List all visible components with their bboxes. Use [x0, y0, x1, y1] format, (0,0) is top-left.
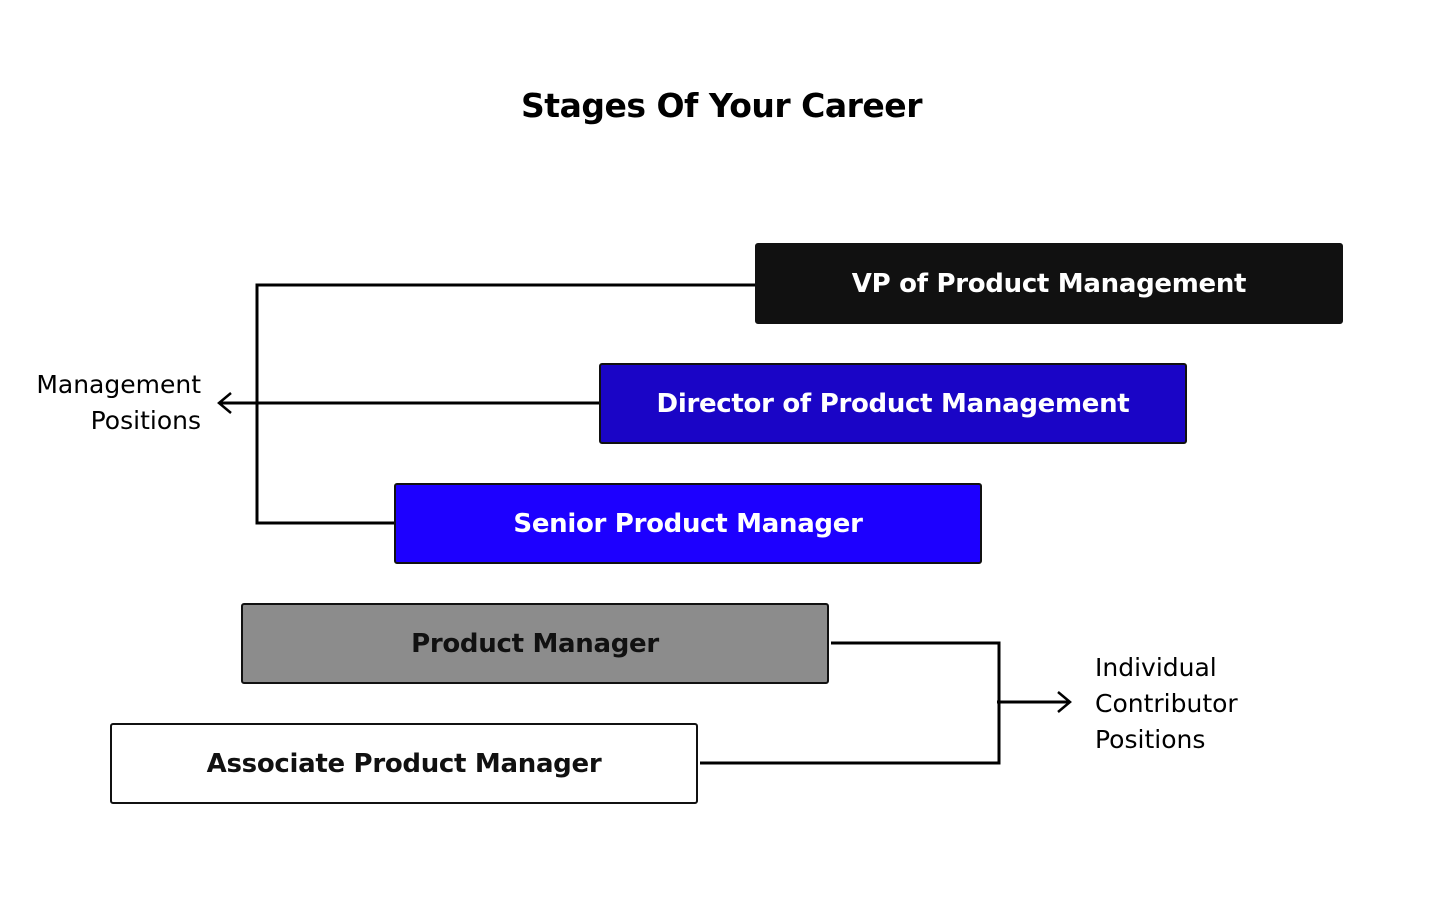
stage-label: Product Manager	[411, 628, 659, 659]
stage-label: VP of Product Management	[851, 268, 1247, 299]
management-positions-label: Management Positions	[36, 367, 201, 439]
diagram-title: Stages Of Your Career	[521, 86, 922, 125]
stage-director: Director of Product Management	[599, 363, 1187, 444]
label-line: Positions	[90, 406, 201, 435]
stage-vp: VP of Product Management	[755, 243, 1343, 324]
individual-contributor-label: Individual Contributor Positions	[1095, 650, 1238, 758]
label-line: Positions	[1095, 725, 1206, 754]
stage-senior-pm: Senior Product Manager	[394, 483, 982, 564]
stage-apm: Associate Product Manager	[110, 723, 698, 804]
stage-label: Senior Product Manager	[513, 508, 863, 539]
label-line: Individual	[1095, 653, 1217, 682]
stage-pm: Product Manager	[241, 603, 829, 684]
stage-label: Director of Product Management	[656, 388, 1130, 419]
ic-arrowhead	[1057, 691, 1072, 713]
label-line: Management	[36, 370, 201, 399]
label-line: Contributor	[1095, 689, 1238, 718]
management-arrowhead	[217, 392, 232, 414]
stage-label: Associate Product Manager	[206, 748, 602, 779]
